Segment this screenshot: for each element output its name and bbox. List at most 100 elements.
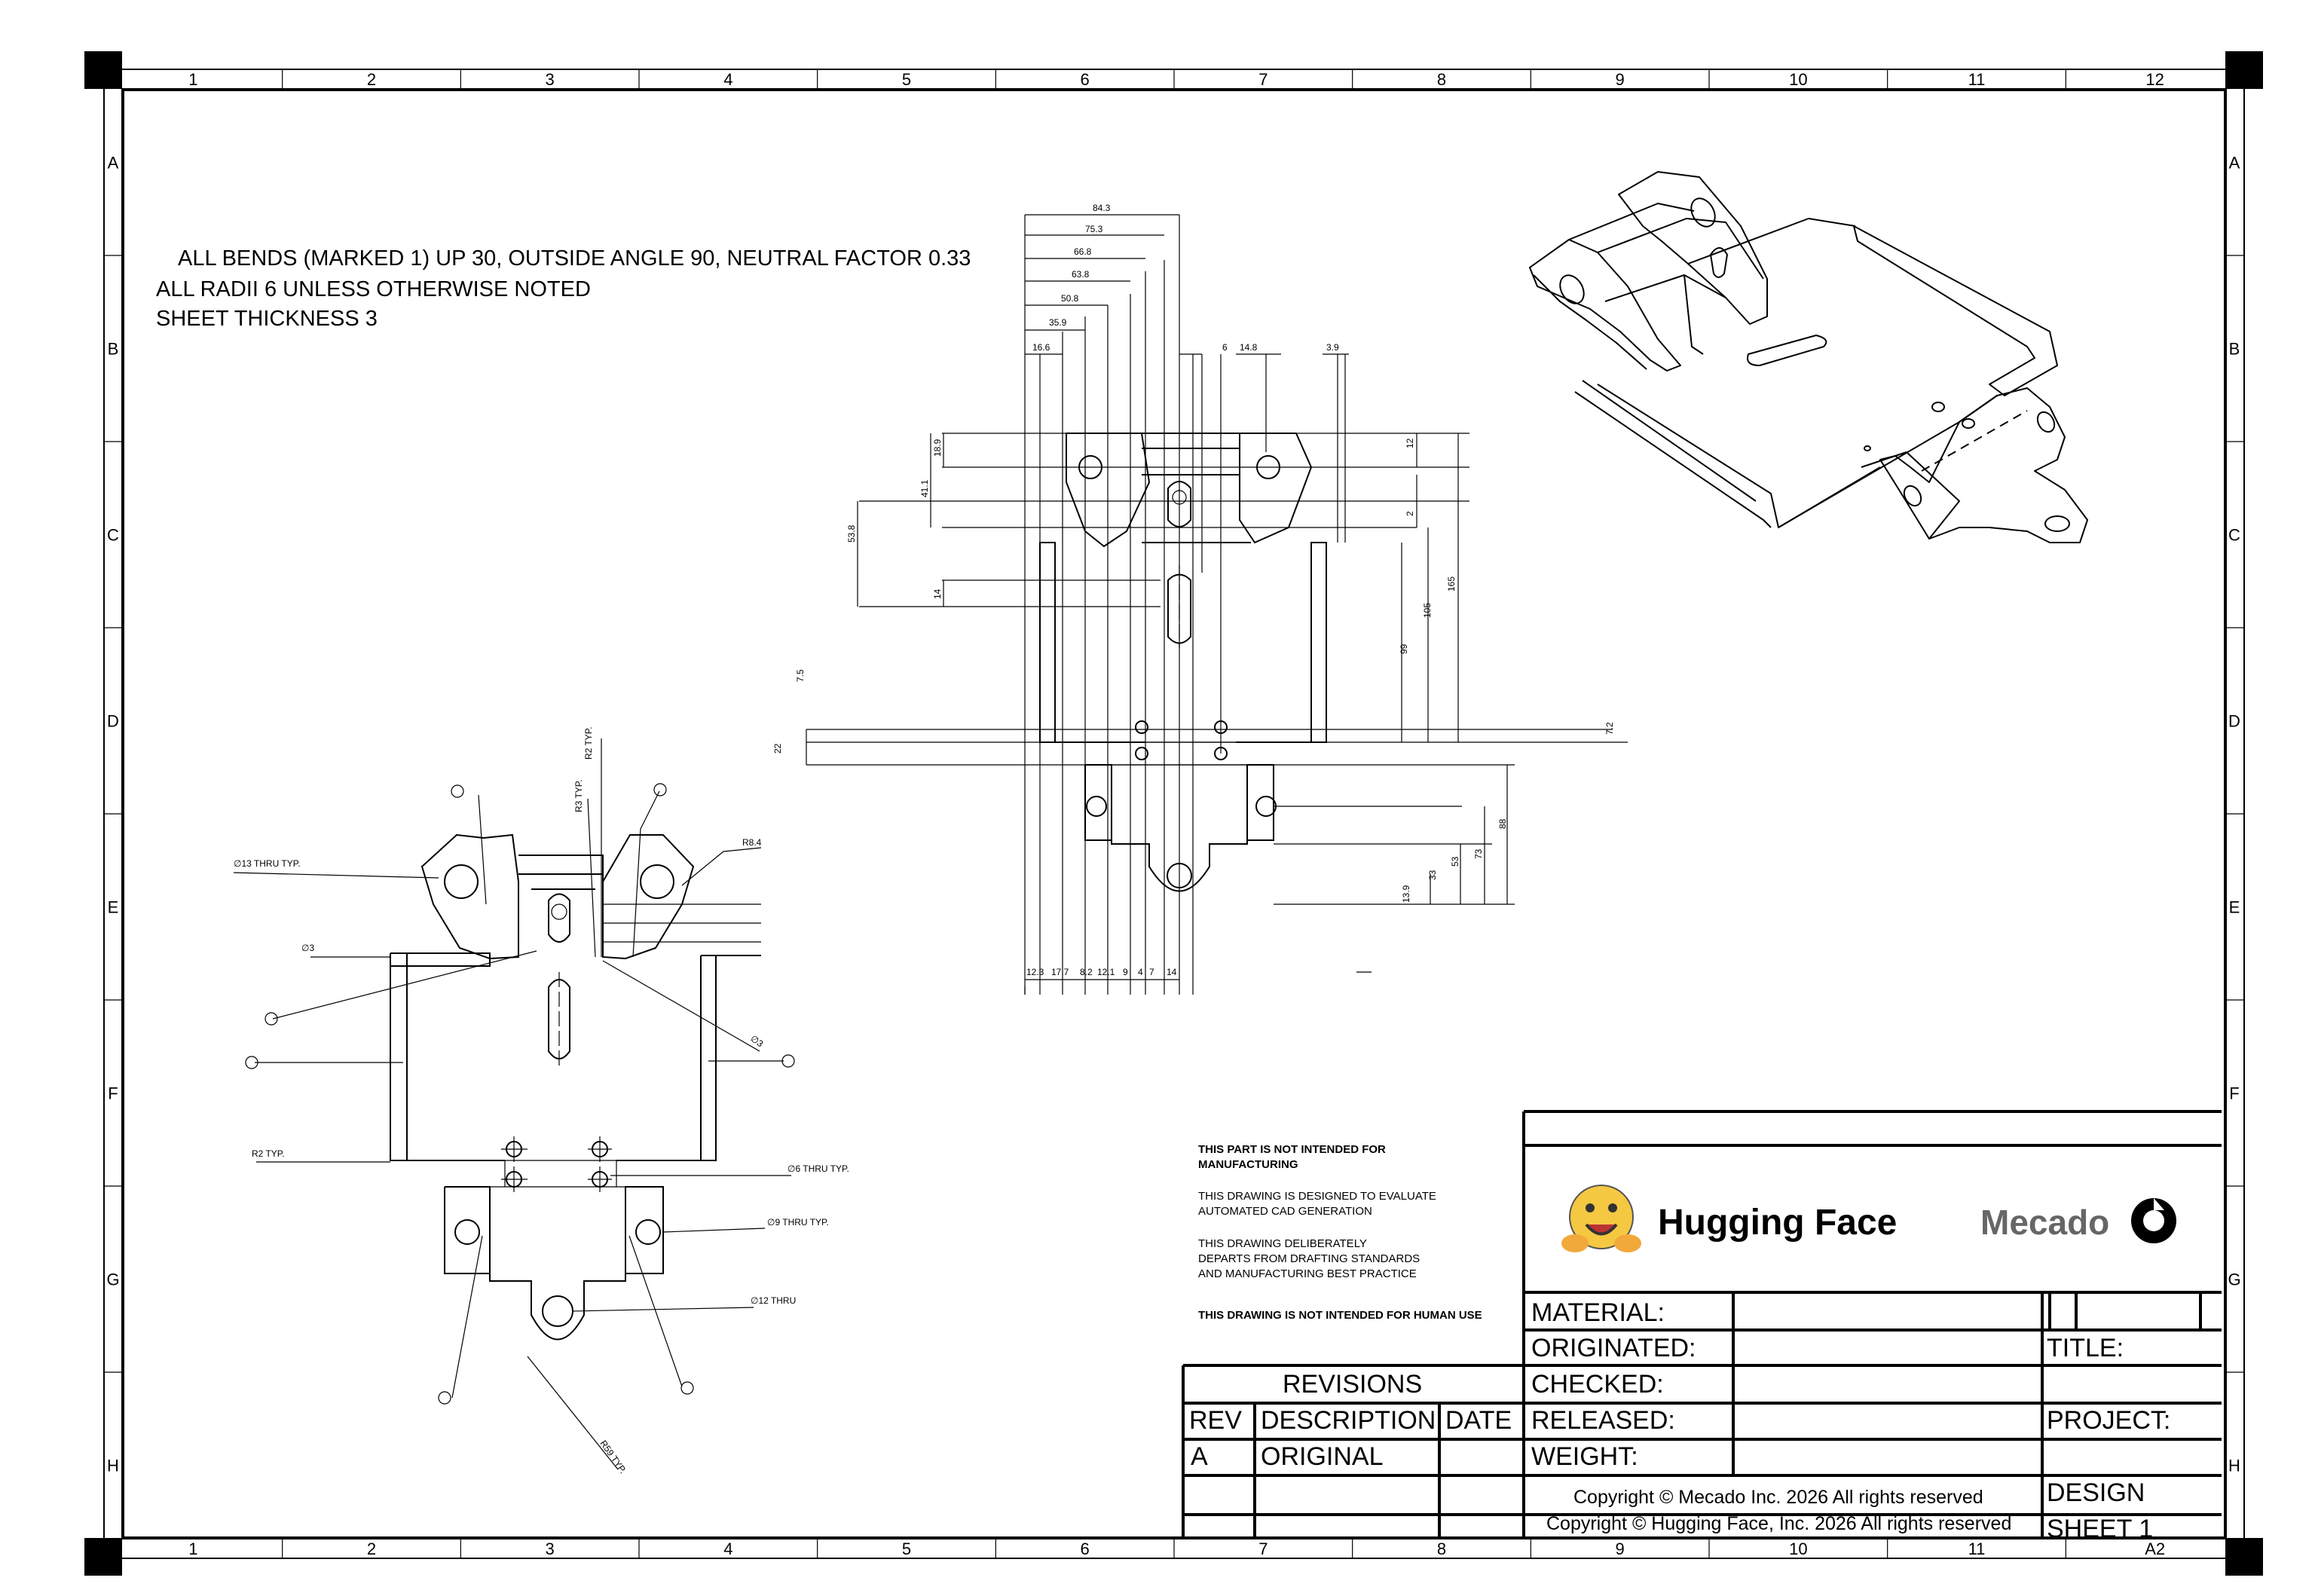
- dim-12-1: 12.1: [1097, 967, 1115, 977]
- disclaimer-1a: THIS PART IS NOT INTENDED FOR: [1198, 1143, 1386, 1156]
- hole-13-right: [640, 864, 674, 899]
- zone-col-bottom: 3: [546, 1539, 555, 1558]
- dim-4: 4: [1138, 967, 1143, 977]
- disclaimer-3b: DEPARTS FROM DRAFTING STANDARDS: [1198, 1252, 1420, 1265]
- dim-13-9: 13.9: [1401, 885, 1411, 903]
- general-notes: ALL BENDS (MARKED 1) UP 30, OUTSIDE ANGL…: [156, 246, 971, 331]
- dim-7: 7: [1149, 967, 1154, 977]
- zone-row-right: H: [2228, 1457, 2240, 1475]
- corner-mark: [2225, 51, 2263, 89]
- zone-row-left: B: [108, 340, 119, 359]
- weight-label: WEIGHT:: [1531, 1442, 1638, 1471]
- dim-99: 99: [1399, 644, 1409, 654]
- zone-col-top: 5: [902, 70, 911, 89]
- callout-r2typ-top: R2 TYP.: [583, 726, 594, 760]
- zone-col-bottom: 9: [1616, 1539, 1625, 1558]
- zone-row-right: F: [2229, 1084, 2239, 1103]
- zone-row-left: H: [107, 1457, 119, 1475]
- dim-50-8: 50.8: [1061, 293, 1079, 304]
- isometric-view: [1529, 171, 2088, 543]
- zone-col-top: 6: [1081, 70, 1090, 89]
- right-ear-outline: [602, 834, 695, 960]
- dim-88: 88: [1497, 818, 1508, 829]
- callout-hole3a: ∅3: [301, 943, 314, 953]
- zone-col-bottom: 5: [902, 1539, 911, 1558]
- dim-53: 53: [1450, 856, 1460, 867]
- dim-63-8: 63.8: [1072, 269, 1090, 280]
- corner-mark: [2225, 1538, 2263, 1576]
- zone-row-right: A: [2229, 154, 2240, 173]
- bend-flange-left: [390, 952, 491, 967]
- copyright-hf: Copyright © Hugging Face, Inc. 2026 All …: [1546, 1513, 2011, 1534]
- dim-7-2: 7.2: [1604, 722, 1615, 735]
- callout-r2typ-left: R2 TYP.: [252, 1148, 285, 1159]
- mecado-logo-text: Mecado: [1980, 1203, 2109, 1242]
- zone-row-left: C: [107, 526, 119, 545]
- dim-14-8: 14.8: [1240, 342, 1258, 353]
- zone-row-right: G: [2228, 1270, 2240, 1289]
- hf-logo-text: Hugging Face: [1658, 1203, 1897, 1243]
- dim-18-9: 18.9: [932, 439, 943, 457]
- revisions-heading: REVISIONS: [1283, 1370, 1422, 1399]
- disclaimer-4: THIS DRAWING IS NOT INTENDED FOR HUMAN U…: [1198, 1309, 1482, 1322]
- callout-hole6: ∅6 THRU TYP.: [787, 1163, 849, 1174]
- zone-col-bottom: 4: [723, 1539, 732, 1558]
- zone-col-bottom: 11: [1968, 1539, 1986, 1558]
- design-label: DESIGN: [2047, 1478, 2145, 1507]
- note-thickness: SHEET THICKNESS 3: [156, 307, 378, 331]
- zone-row-left: E: [108, 898, 119, 917]
- zone-col-bottom: 7: [1258, 1539, 1268, 1558]
- dim-22: 22: [772, 743, 783, 754]
- dim-75-3: 75.3: [1085, 224, 1103, 234]
- dim-3-9: 3.9: [1326, 342, 1339, 353]
- zone-col-top: 7: [1258, 70, 1268, 89]
- dim-9: 9: [1123, 967, 1128, 977]
- material-label: MATERIAL:: [1531, 1298, 1665, 1327]
- project-label: PROJECT:: [2047, 1406, 2170, 1435]
- zone-col-top: 12: [2145, 70, 2164, 89]
- main-left-ear: [1066, 433, 1151, 548]
- disclaimer-2b: AUTOMATED CAD GENERATION: [1198, 1205, 1372, 1218]
- oblong-slot: [548, 979, 570, 1059]
- released-label: RELEASED:: [1531, 1406, 1675, 1435]
- note-bends: ALL BENDS (MARKED 1) UP 30, OUTSIDE ANGL…: [178, 246, 971, 271]
- sheet-label: SHEET 1: [2047, 1515, 2153, 1543]
- disclaimer-2a: THIS DRAWING IS DESIGNED TO EVALUATE: [1198, 1190, 1436, 1203]
- callout-hole9: ∅9 THRU TYP.: [767, 1217, 829, 1228]
- dim-14: 14: [932, 589, 943, 599]
- bottom-tab: [445, 1186, 664, 1341]
- zone-col-bottom: 10: [1789, 1539, 1807, 1558]
- title-block: Hugging Face Mecado MATERIAL: ORIGINATED…: [1182, 1110, 2222, 1543]
- zone-col-top: 11: [1968, 70, 1986, 89]
- sheet-size-label: A2: [2145, 1539, 2165, 1558]
- zone-col-top: 8: [1437, 70, 1446, 89]
- disclaimer-1b: MANUFACTURING: [1198, 1158, 1298, 1171]
- hole-9-right: [635, 1219, 661, 1245]
- originated-label: ORIGINATED:: [1531, 1334, 1696, 1362]
- title-label: TITLE:: [2047, 1334, 2124, 1362]
- dim-2: 2: [1405, 511, 1415, 516]
- zone-col-bottom: 8: [1437, 1539, 1446, 1558]
- zone-row-left: D: [107, 712, 119, 731]
- rev-header: REV: [1189, 1406, 1242, 1435]
- dim-165: 165: [1446, 576, 1457, 592]
- zone-col-top: 4: [723, 70, 732, 89]
- dim-12: 12: [1405, 438, 1415, 448]
- dim-8-2: 8.2: [1080, 967, 1093, 977]
- zone-row-right: E: [2229, 898, 2240, 917]
- callout-hole12: ∅12 THRU: [751, 1295, 796, 1306]
- note-radii: ALL RADII 6 UNLESS OTHERWISE NOTED: [156, 277, 591, 301]
- callout-r3typ: R3 TYP.: [573, 779, 584, 812]
- dim-16-6: 16.6: [1032, 342, 1050, 353]
- zone-col-top: 2: [367, 70, 376, 89]
- zone-col-bottom: 6: [1081, 1539, 1090, 1558]
- zone-col-bottom: 1: [188, 1539, 197, 1558]
- checked-label: CHECKED:: [1531, 1370, 1664, 1399]
- hole-9-left: [454, 1219, 480, 1245]
- left-ear-outline: [420, 833, 519, 960]
- disclaimer-3c: AND MANUFACTURING BEST PRACTICE: [1198, 1267, 1417, 1280]
- callout-hole3b: ∅3: [748, 1033, 765, 1049]
- copyright-mecado: Copyright © Mecado Inc. 2026 All rights …: [1573, 1487, 1983, 1508]
- corner-mark: [84, 1538, 122, 1576]
